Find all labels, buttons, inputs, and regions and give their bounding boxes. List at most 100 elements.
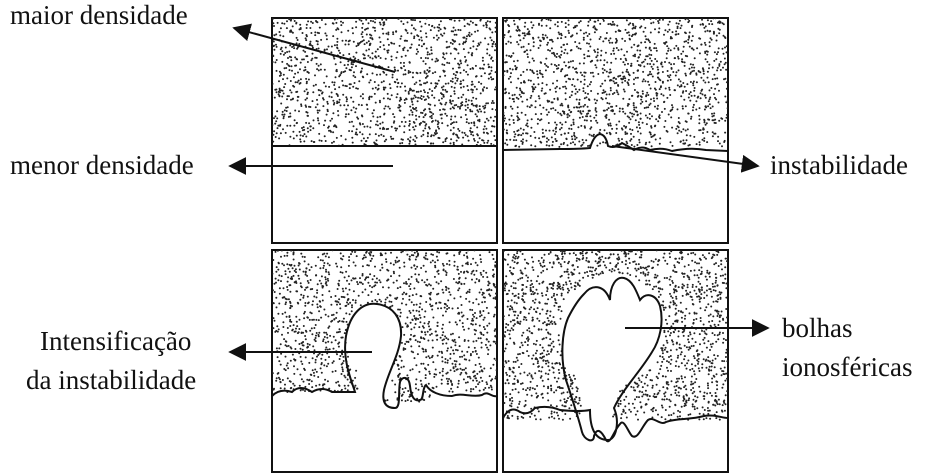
stipple-dot	[585, 115, 587, 117]
stipple-dot	[616, 91, 618, 93]
stipple-dot	[289, 44, 291, 46]
stipple-dot	[285, 107, 287, 109]
stipple-dot	[547, 365, 549, 367]
stipple-dot	[545, 337, 547, 339]
stipple-dot	[683, 398, 685, 400]
stipple-dot	[639, 18, 641, 20]
stipple-dot	[346, 100, 348, 102]
stipple-dot	[666, 263, 668, 265]
stipple-dot	[272, 372, 274, 374]
stipple-dot	[655, 409, 657, 411]
stipple-dot	[427, 51, 429, 53]
stipple-dot	[411, 276, 413, 278]
stipple-dot	[441, 103, 443, 105]
stipple-dot	[607, 23, 609, 25]
stipple-dot	[305, 104, 307, 106]
stipple-dot	[367, 137, 369, 139]
stipple-dot	[322, 294, 324, 296]
stipple-dot	[342, 54, 344, 56]
stipple-dot	[642, 122, 644, 124]
stipple-dot	[567, 391, 569, 393]
stipple-dot	[625, 126, 627, 128]
stipple-dot	[698, 277, 700, 279]
stipple-dot	[456, 360, 458, 362]
stipple-dot	[390, 87, 392, 89]
stipple-dot	[567, 144, 569, 146]
stipple-dot	[317, 112, 319, 114]
stipple-dot	[438, 80, 440, 82]
stipple-dot	[583, 83, 585, 85]
stipple-dot	[537, 360, 539, 362]
stipple-dot	[532, 286, 534, 288]
stipple-dot	[419, 72, 421, 74]
stipple-dot	[575, 93, 577, 95]
stipple-dot	[357, 42, 359, 44]
stipple-dot	[639, 50, 641, 52]
stipple-dot	[409, 288, 411, 290]
stipple-dot	[336, 93, 338, 95]
stipple-dot	[690, 63, 692, 65]
stipple-dot	[437, 259, 439, 261]
stipple-dot	[442, 141, 444, 143]
stipple-dot	[600, 59, 602, 61]
stipple-dot	[716, 77, 718, 79]
stipple-dot	[464, 25, 466, 27]
stipple-dot	[714, 119, 716, 121]
stipple-dot	[649, 118, 651, 120]
stipple-dot	[276, 306, 278, 308]
stipple-dot	[538, 283, 540, 285]
stipple-dot	[678, 378, 680, 380]
stipple-dot	[551, 63, 553, 65]
stipple-dot	[571, 91, 573, 93]
stipple-dot	[685, 55, 687, 57]
stipple-dot	[414, 252, 416, 254]
stipple-dot	[553, 98, 555, 100]
stipple-dot	[558, 32, 560, 34]
stipple-dot	[570, 404, 572, 406]
stipple-dot	[530, 289, 532, 291]
stipple-dot	[554, 122, 556, 124]
stipple-dot	[688, 93, 690, 95]
stipple-dot	[506, 144, 508, 146]
stipple-dot	[326, 365, 328, 367]
stipple-dot	[467, 291, 469, 293]
stipple-dot	[676, 385, 678, 387]
stipple-dot	[483, 389, 485, 391]
stipple-dot	[369, 96, 371, 98]
stipple-dot	[434, 373, 436, 375]
stipple-dot	[387, 270, 389, 272]
stipple-dot	[554, 55, 556, 57]
stipple-dot	[333, 102, 335, 104]
stipple-dot	[580, 72, 582, 74]
stipple-dot	[495, 306, 497, 308]
stipple-dot	[663, 95, 665, 97]
stipple-dot	[667, 80, 669, 82]
stipple-dot	[293, 259, 295, 261]
stipple-dot	[480, 261, 482, 263]
stipple-dot	[399, 110, 401, 112]
stipple-dot	[595, 120, 597, 122]
stipple-dot	[429, 104, 431, 106]
stipple-dot	[424, 91, 426, 93]
stipple-dot	[456, 140, 458, 142]
stipple-dot	[299, 138, 301, 140]
stipple-dot	[403, 131, 405, 133]
stipple-dot	[426, 81, 428, 83]
stipple-dot	[417, 35, 419, 37]
stipple-dot	[659, 390, 661, 392]
stipple-dot	[575, 68, 577, 70]
stipple-dot	[399, 142, 401, 144]
stipple-dot	[275, 136, 277, 138]
stipple-dot	[532, 269, 534, 271]
stipple-dot	[313, 296, 315, 298]
stipple-dot	[555, 128, 557, 130]
stipple-dot	[649, 63, 651, 65]
stipple-dot	[586, 120, 588, 122]
stipple-dot	[561, 295, 563, 297]
stipple-dot	[425, 32, 427, 34]
stipple-dot	[311, 386, 313, 388]
stipple-dot	[430, 135, 432, 137]
stipple-dot	[292, 131, 294, 133]
stipple-dot	[324, 69, 326, 71]
stipple-dot	[547, 288, 549, 290]
